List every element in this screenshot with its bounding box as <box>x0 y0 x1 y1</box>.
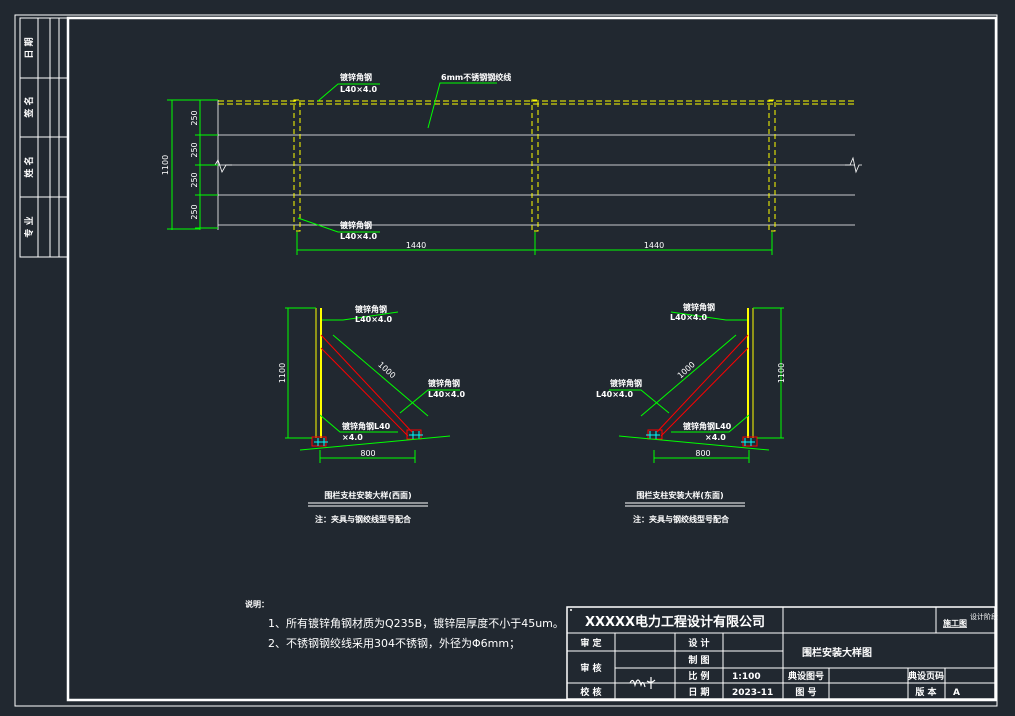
audit-label: 审 核 <box>580 662 601 674</box>
east-label-post-size: L40×4.0 <box>670 313 708 322</box>
title-block-text: XXXXX电力工程设计有限公司 施工图 设计阶段 审 定 审 核 校 核 设 计… <box>580 612 998 698</box>
label-angle-steel-bottom: 镀锌角钢 <box>340 220 372 230</box>
scale-label: 比 例 <box>688 670 709 682</box>
elevation-labels: 镀锌角钢 L40×4.0 6mm不锈钢钢绞线 镀锌角钢 L40×4.0 1100… <box>161 72 664 250</box>
drawing-title: 围栏安装大样图 <box>802 646 872 659</box>
west-dim-brace: 1000 <box>376 360 397 380</box>
side-strip-labels: 专 业 姓 名 签 名 日 期 <box>23 37 35 237</box>
west-caption: 围栏支柱安装大样(西面) <box>324 490 411 500</box>
design-label: 设 计 <box>688 637 709 649</box>
east-label-post: 镀锌角钢 <box>683 302 715 312</box>
notes-title: 说明： <box>245 599 269 609</box>
west-label-brace-size: L40×4.0 <box>428 390 466 399</box>
std-page-no-label: 典设页码 <box>908 670 944 682</box>
post-3 <box>768 99 776 232</box>
drawing-frame <box>14 14 998 707</box>
east-note: 注：夹具与钢绞线型号配合 <box>633 514 730 524</box>
west-label-post-size: L40×4.0 <box>355 315 393 324</box>
dim-spacing: 1440 <box>406 241 426 250</box>
detail-east-labels: 镀锌角钢 L40×4.0 镀锌角钢 L40×4.0 镀锌角钢L40 ×4.0 1… <box>596 302 786 524</box>
dim-spacing: 1440 <box>644 241 664 250</box>
east-caption: 围栏支柱安装大样(东面) <box>636 490 723 500</box>
west-dim-height: 1100 <box>278 363 287 383</box>
detail-west-drawing <box>285 307 460 463</box>
label-angle-steel-top: 镀锌角钢 <box>340 72 372 82</box>
company-name: XXXXX电力工程设计有限公司 <box>585 614 765 630</box>
west-note: 注：夹具与钢绞线型号配合 <box>315 514 412 524</box>
east-label-base: 镀锌角钢L40 <box>683 421 732 431</box>
label-angle-steel-bottom-size: L40×4.0 <box>340 232 378 241</box>
check-label: 校 核 <box>580 686 601 698</box>
signature <box>629 677 656 689</box>
std-drawing-no-label: 典设图号 <box>788 670 824 682</box>
title-block <box>566 606 996 700</box>
west-label-brace: 镀锌角钢 <box>428 378 460 388</box>
strip-label-date: 日 期 <box>23 37 35 58</box>
east-label-brace: 镀锌角钢 <box>610 378 642 388</box>
east-label-brace-size: L40×4.0 <box>596 390 634 399</box>
east-dim-height: 1100 <box>777 363 786 383</box>
stage-header: 设计阶段 <box>970 612 998 621</box>
dim-total-height: 1100 <box>161 155 170 175</box>
fence-elevation <box>167 82 862 255</box>
detail-west-labels: 镀锌角钢 L40×4.0 镀锌角钢 L40×4.0 镀锌角钢L40 ×4.0 1… <box>278 304 466 524</box>
dim-segment: 250 <box>190 172 199 187</box>
post-2 <box>531 99 539 232</box>
version-label: 版 本 <box>914 686 937 698</box>
label-wire-rope: 6mm不锈钢钢绞线 <box>441 72 511 82</box>
dim-segment: 250 <box>190 142 199 157</box>
review-label: 审 定 <box>580 637 602 649</box>
post-1 <box>293 99 301 232</box>
east-label-base-size: ×4.0 <box>705 433 726 442</box>
note-item: 1、所有镀锌角钢材质为Q235B，镀锌层厚度不小于45um。 <box>268 616 564 630</box>
stage-label: 施工图 <box>943 618 967 628</box>
general-notes: 说明： 1、所有镀锌角钢材质为Q235B，镀锌层厚度不小于45um。 2、不锈钢… <box>245 599 564 650</box>
strip-label-sign: 签 名 <box>23 96 35 118</box>
west-label-post: 镀锌角钢 <box>355 304 387 314</box>
drawing-no-label: 图 号 <box>795 687 816 698</box>
dim-segment: 250 <box>190 204 199 219</box>
version-value: A <box>953 688 960 698</box>
strip-label-major: 专 业 <box>23 216 35 237</box>
label-angle-steel-top-size: L40×4.0 <box>340 85 378 94</box>
strip-label-name: 姓 名 <box>23 156 35 178</box>
east-dim-base: 800 <box>695 449 710 458</box>
drawing-label: 制 图 <box>688 654 709 666</box>
date-label: 日 期 <box>688 686 709 698</box>
west-dim-base: 800 <box>360 449 375 458</box>
west-label-base: 镀锌角钢L40 <box>342 421 391 431</box>
date-value: 2023-11 <box>732 688 773 698</box>
dim-segment: 250 <box>190 110 199 125</box>
west-label-base-size: ×4.0 <box>342 433 363 442</box>
note-item: 2、不锈钢钢绞线采用304不锈钢，外径为Φ6mm； <box>268 636 520 650</box>
scale-value: 1:100 <box>732 672 761 682</box>
